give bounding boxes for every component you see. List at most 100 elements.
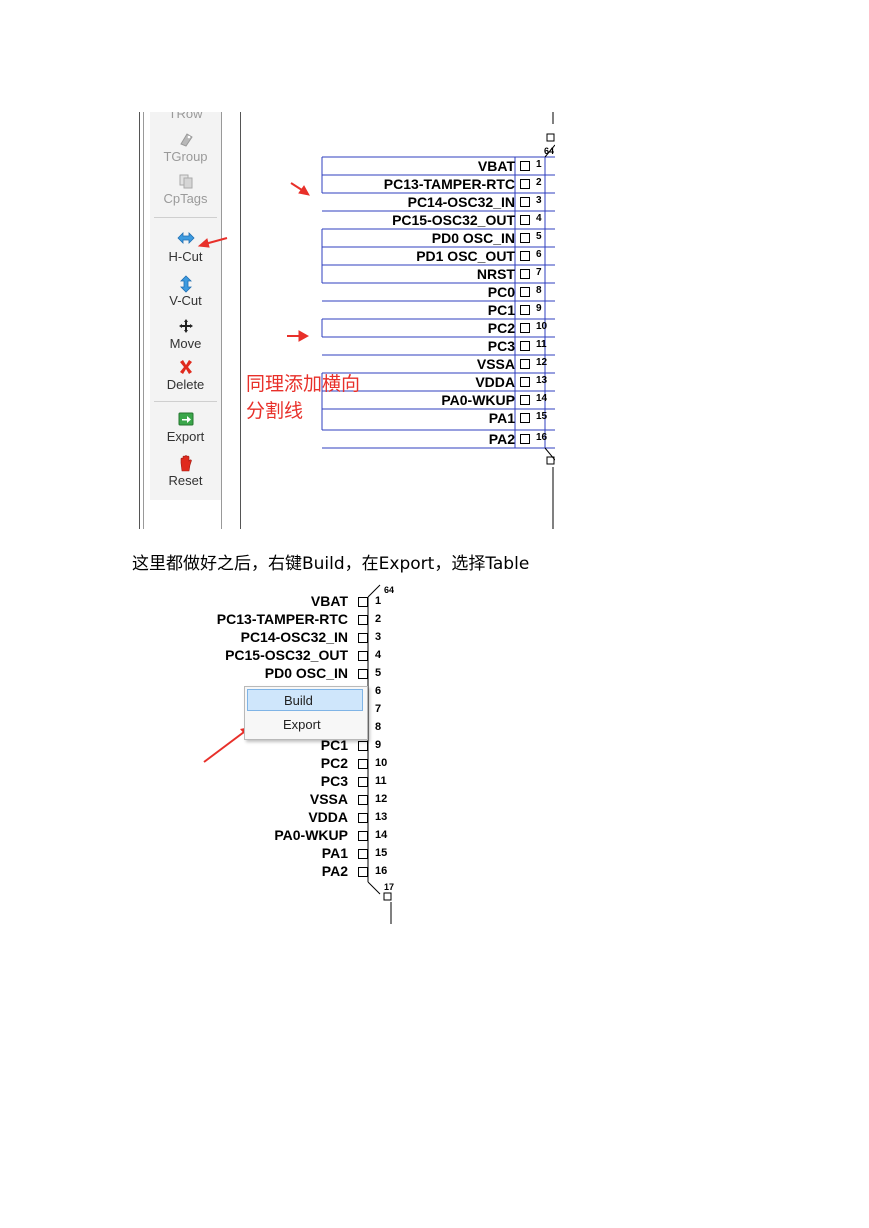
- pin-square: [358, 669, 368, 679]
- pin-name: VDDA: [308, 809, 348, 825]
- export-icon: [150, 411, 221, 429]
- canvas-border-left: [240, 112, 241, 529]
- tool-export-label: Export: [166, 429, 205, 444]
- pin-square: [520, 251, 530, 261]
- pin-number: 4: [536, 213, 542, 224]
- pin-name: PC15-OSC32_OUT: [392, 212, 515, 228]
- pin-number: 8: [536, 285, 542, 296]
- pin-number: 7: [536, 267, 542, 278]
- toolbar-separator: [154, 401, 217, 402]
- pin-number: 9: [536, 303, 542, 314]
- pin-square: [520, 233, 530, 243]
- pin-square: [358, 651, 368, 661]
- tool-cptags[interactable]: CpTags: [150, 173, 221, 207]
- pin-name: VSSA: [309, 791, 348, 807]
- pin-name: VDDA: [475, 374, 515, 390]
- pin-square: [520, 197, 530, 207]
- tool-delete-label: Delete: [166, 377, 205, 392]
- hand-icon: [150, 455, 221, 473]
- pin-number: 12: [375, 793, 388, 805]
- pin-row: VDDA 13: [190, 808, 394, 826]
- figure-pin-table-editor: TRow TGroup CpTags H-Cut V-Cut: [139, 112, 555, 529]
- tool-export[interactable]: Export: [150, 411, 221, 445]
- toolbar-separator: [154, 217, 217, 218]
- pin-row: PC14-OSC32_IN 3: [190, 628, 394, 646]
- pin-number: 8: [375, 721, 382, 733]
- menu-item-export[interactable]: Export: [247, 714, 363, 736]
- pin-name: PD0 OSC_IN: [431, 230, 515, 246]
- pin-number: 1: [375, 595, 382, 607]
- delete-x-icon: [150, 359, 221, 377]
- pin-name: PC14-OSC32_IN: [407, 194, 515, 210]
- tool-vcut[interactable]: V-Cut: [150, 275, 221, 309]
- pin-name: PD0 OSC_IN: [264, 665, 348, 681]
- pin-square: [358, 777, 368, 787]
- pin-number: 5: [375, 667, 382, 679]
- pin-square: [520, 434, 530, 444]
- pin-name: PC2: [487, 320, 515, 336]
- pin-number: 10: [536, 321, 548, 332]
- panel-border-inner: [143, 112, 144, 529]
- pin-number: 1: [536, 159, 542, 170]
- menu-item-build[interactable]: Build: [247, 689, 363, 711]
- pin-number: 16: [536, 432, 548, 443]
- pin-square: [358, 867, 368, 877]
- red-arrows: [197, 182, 310, 342]
- pin-square: [520, 161, 530, 171]
- tool-cptags-label: CpTags: [163, 191, 208, 206]
- pin-name: PC0: [487, 284, 515, 300]
- pin-name: PD1 OSC_OUT: [416, 248, 515, 264]
- pin-number: 3: [375, 631, 382, 643]
- pin-square: [358, 813, 368, 823]
- pin-square: [520, 215, 530, 225]
- copy-tags-icon: [150, 173, 221, 191]
- tool-delete[interactable]: Delete: [150, 359, 221, 393]
- tool-reset[interactable]: Reset: [150, 455, 221, 489]
- vertical-arrows-icon: [150, 275, 221, 293]
- tool-trow[interactable]: TRow: [150, 112, 221, 122]
- pin-row: PD0 OSC_IN 5: [322, 229, 555, 247]
- pin-row: PC0 8: [322, 283, 555, 301]
- caption-text: 这里都做好之后，右键Build，在Export，选择Table: [132, 554, 530, 574]
- pin-number: 5: [536, 231, 542, 242]
- pin-number-top-2: 64: [384, 585, 394, 595]
- pin-number: 10: [375, 757, 388, 769]
- pin-number: 15: [536, 411, 548, 422]
- context-menu: Build Export: [244, 686, 368, 740]
- pin-square: [520, 323, 530, 333]
- annotation-line-2: 分割线: [246, 400, 304, 422]
- pin-name: PC14-OSC32_IN: [240, 629, 348, 645]
- panel-border-left: [139, 112, 140, 529]
- pin-name: PA1: [321, 845, 348, 861]
- pin-number: 6: [536, 249, 542, 260]
- pin-square: [358, 849, 368, 859]
- pin-number: 14: [375, 829, 388, 841]
- tool-move[interactable]: Move: [150, 318, 221, 352]
- pin-row: PC2 10: [322, 319, 555, 337]
- pin-number: 13: [375, 811, 388, 823]
- pin-number: 9: [375, 739, 382, 751]
- menu-item-build-label: Build: [284, 693, 313, 708]
- pin-number: 4: [375, 649, 382, 661]
- horizontal-arrows-icon: [150, 231, 221, 249]
- pin-square: [358, 597, 368, 607]
- tool-hcut[interactable]: H-Cut: [150, 231, 221, 265]
- pin-square: [520, 179, 530, 189]
- tool-tgroup[interactable]: TGroup: [150, 131, 221, 165]
- pin-row: VSSA 12: [190, 790, 394, 808]
- tag-icon: [150, 131, 221, 149]
- pin-number: 16: [375, 865, 388, 877]
- pin-number-top: 64: [544, 146, 555, 156]
- pin-square: [520, 341, 530, 351]
- pin-name: VBAT: [477, 158, 515, 174]
- pin-square: [358, 615, 368, 625]
- pin-name: PC1: [487, 302, 515, 318]
